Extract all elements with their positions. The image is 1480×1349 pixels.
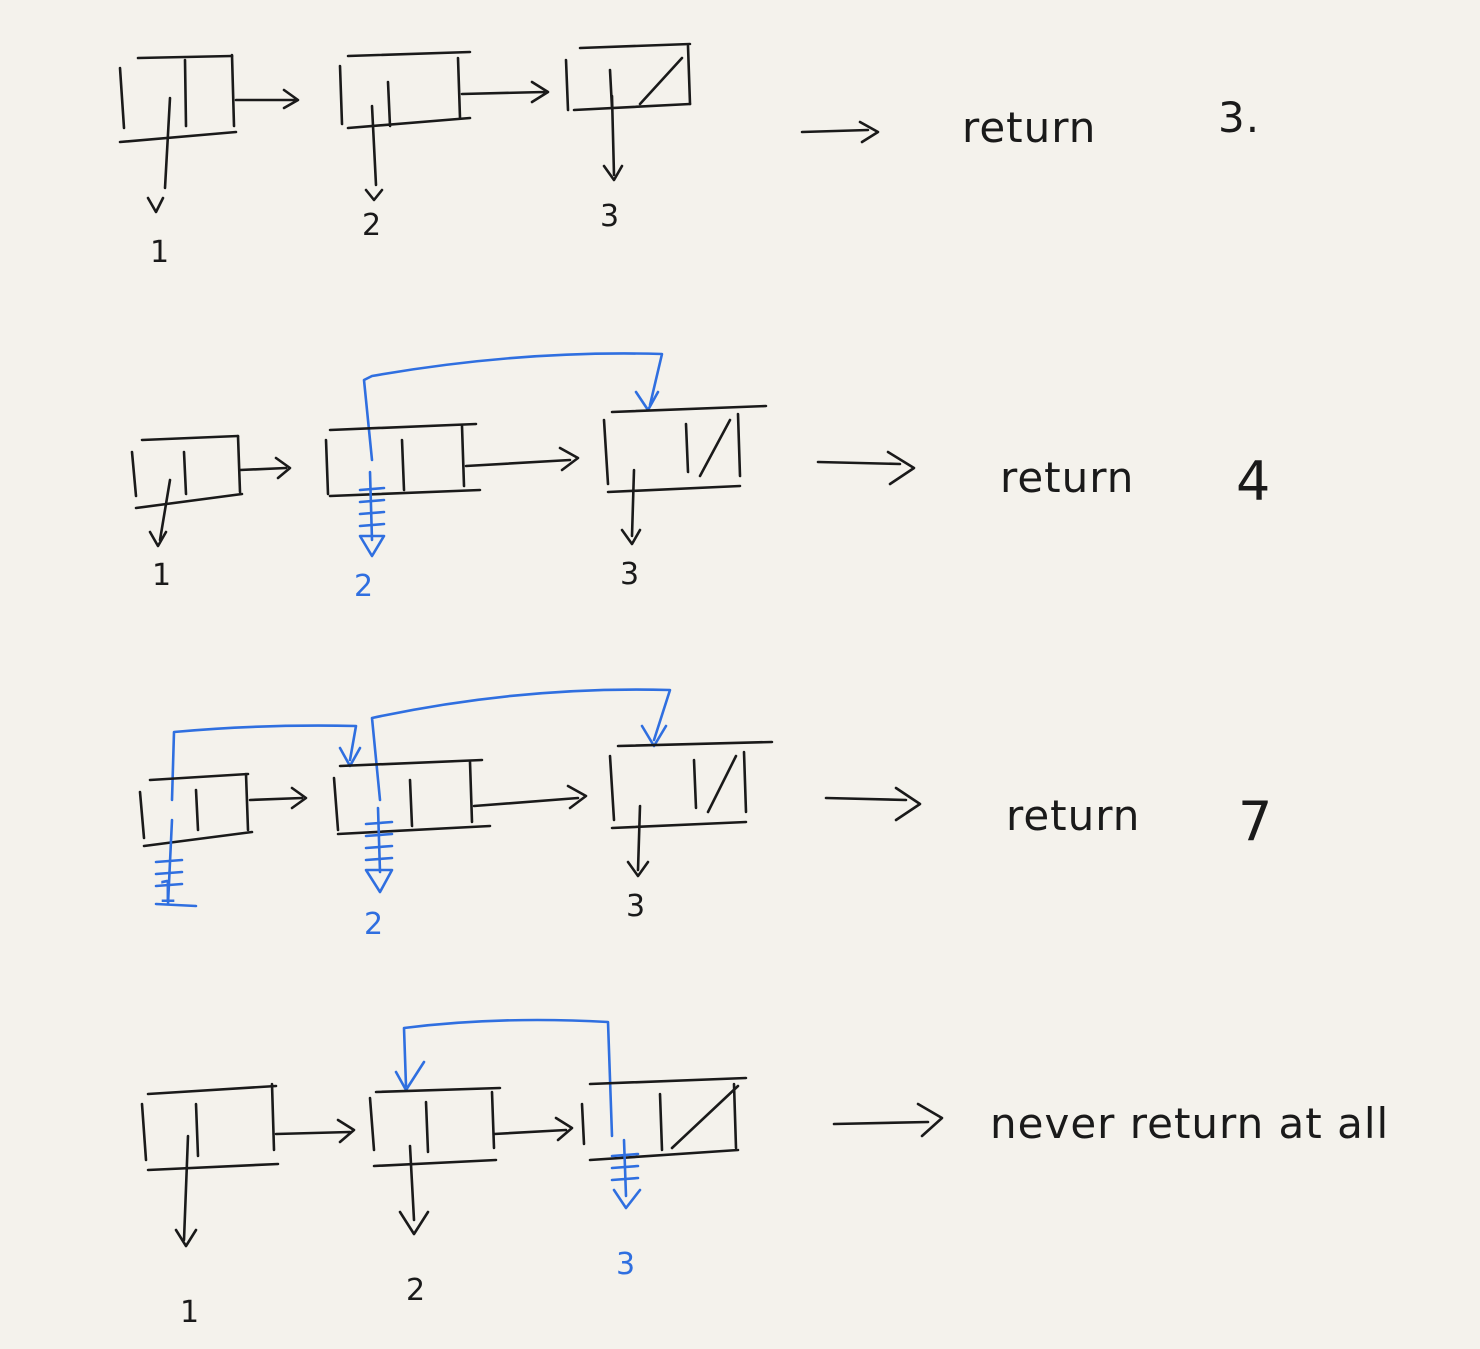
row-4-linked-list: 1 2 3 never return at all <box>140 1018 1389 1330</box>
row-1-null-slash <box>638 56 684 106</box>
row-1-linked-list: 1 2 3 return 3. <box>118 42 1260 270</box>
row-1-next-arrow-2 <box>460 80 550 104</box>
row-3-result-arrow <box>824 786 922 822</box>
row-2-node-3 <box>602 404 768 546</box>
row-2-node-1 <box>130 434 244 548</box>
row-2-next-arrow-2 <box>464 446 580 472</box>
row-1-value-3: 3 <box>600 199 619 234</box>
row-4-value-2: 2 <box>406 1273 425 1308</box>
row-4-next-arrow-1 <box>274 1118 356 1144</box>
row-3-node-1 <box>138 772 254 908</box>
row-1-node-1 <box>118 53 238 214</box>
row-1-value-1: 1 <box>150 235 169 270</box>
row-3-value-3: 3 <box>626 889 645 924</box>
row-4-value-1: 1 <box>180 1295 199 1330</box>
row-1-node-3-value-arrow <box>602 164 624 182</box>
row-3-value-2: 2 <box>364 907 383 942</box>
row-2-result-arrow <box>816 450 916 486</box>
row-3-added-pointer-2 <box>370 688 672 802</box>
row-1-node-2 <box>338 50 472 202</box>
row-4-result-text: never return at all <box>990 1099 1389 1148</box>
row-3-next-arrow-2 <box>472 784 588 810</box>
row-4-null-slash <box>670 1084 740 1150</box>
row-4-next-arrow-2 <box>492 1116 574 1142</box>
row-1-value-2: 2 <box>362 208 381 243</box>
row-1-return-label: return <box>962 103 1096 152</box>
row-4-cycle-pointer <box>402 1018 614 1138</box>
row-2-value-3: 3 <box>620 557 639 592</box>
row-2-null-slash <box>698 418 732 478</box>
row-3-next-arrow-1 <box>248 786 308 810</box>
row-1-result-arrow <box>800 120 880 144</box>
row-2-value-1: 1 <box>152 558 171 593</box>
row-1-node-3 <box>564 42 692 182</box>
row-3-node-3 <box>608 740 774 878</box>
row-4-node-1 <box>140 1082 280 1248</box>
row-1-next-arrow-1 <box>234 88 300 110</box>
row-4-value-3: 3 <box>616 1247 635 1282</box>
row-3-linked-list: 1 2 3 return 7 <box>138 688 1272 942</box>
row-4-node-3 <box>580 1076 748 1210</box>
row-2-return-label: return <box>1000 453 1134 502</box>
row-1-return-value: 3. <box>1218 93 1260 142</box>
row-3-return-value: 7 <box>1238 790 1272 853</box>
row-4-result-arrow <box>832 1102 944 1138</box>
row-3-value-1: 1 <box>158 875 177 910</box>
row-4-node-2 <box>368 1086 502 1236</box>
row-2-value-2: 2 <box>354 569 373 604</box>
row-3-null-slash <box>706 754 738 814</box>
row-3-added-pointer-1 <box>170 724 358 802</box>
row-3-return-label: return <box>1006 791 1140 840</box>
row-1-node-2-value-arrow <box>364 188 384 202</box>
row-2-return-value: 4 <box>1236 450 1270 513</box>
row-1-node-1-value-arrow <box>146 196 165 214</box>
row-2-linked-list: 1 2 3 return 4 <box>130 352 1270 604</box>
row-2-node-2 <box>324 422 482 558</box>
row-2-added-pointer <box>362 352 664 462</box>
row-3-node-2 <box>332 758 492 894</box>
row-2-next-arrow-1 <box>238 456 292 480</box>
